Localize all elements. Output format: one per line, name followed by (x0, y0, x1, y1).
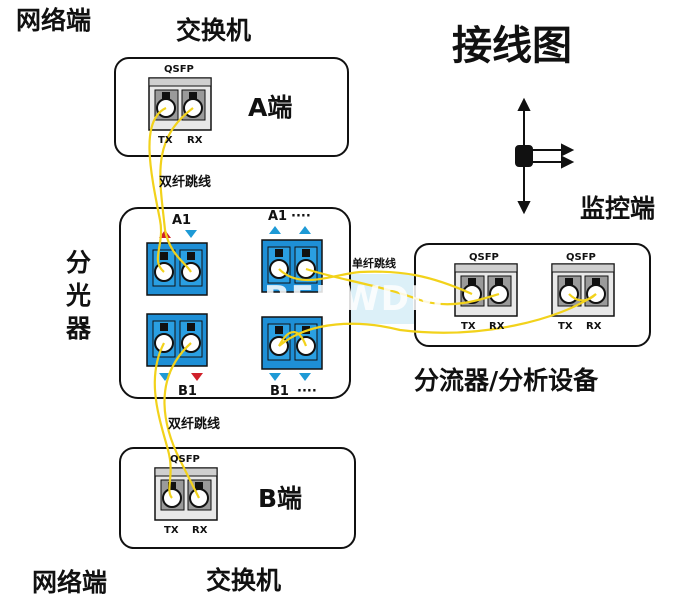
b1-right-ellipsis: ···· (297, 384, 317, 399)
signal-direction-icon (515, 97, 575, 215)
network-label-top: 网络端 (16, 6, 92, 35)
switch-label-bottom: 交换机 (206, 566, 282, 595)
splitter-module-a1-right (261, 239, 323, 293)
splitter-module-b1-left (146, 313, 208, 367)
rx-label-b: RX (192, 525, 208, 536)
a1-right-label: A1 (268, 209, 288, 224)
rx-label-a: RX (187, 135, 203, 146)
fiber-b1r-inner (278, 331, 308, 347)
qsfp-label-b: QSFP (170, 454, 200, 465)
end-label-b: B端 (258, 484, 303, 513)
qsfp-module-b (154, 467, 218, 521)
simplex-cable-label: 单纤跳线 (352, 257, 396, 270)
switch-label-top: 交换机 (176, 16, 252, 45)
splitter-module-a1-left (146, 242, 208, 296)
arrow-blue-down-b1r-2 (299, 373, 311, 381)
monitor-device-label: 分流器/分析设备 (414, 366, 599, 395)
monitor-label: 监控端 (580, 194, 656, 223)
splitter-module-b1-right (261, 316, 323, 370)
monitor-rx-left: RX (489, 321, 505, 332)
fiber-a-duplex-1 (148, 107, 167, 273)
fiber-a1r-to-monitor (278, 268, 473, 296)
arrow-blue-down-a1 (185, 230, 197, 238)
splitter-label-char-2: 光 (66, 281, 92, 310)
monitor-rx-right: RX (586, 321, 602, 332)
arrow-blue-up-a1r-1 (269, 226, 281, 234)
network-label-bottom: 网络端 (32, 568, 108, 597)
arrow-blue-up-a1r-2 (299, 226, 311, 234)
direction-arrows (159, 226, 311, 381)
b1-right-label: B1 (270, 384, 289, 399)
arrow-red-up-b1 (191, 373, 203, 381)
duplex-cable-label-top: 双纤跳线 (159, 175, 212, 190)
page-title: 接线图 (452, 23, 572, 69)
fiber-a-duplex-2 (159, 107, 194, 273)
fiber-cables (148, 107, 597, 499)
fiber-monitor-right-inner (568, 293, 597, 302)
qsfp-module-a (148, 77, 212, 131)
monitor-tx-left: TX (461, 321, 476, 332)
fiber-b1r-to-monitor (278, 293, 597, 347)
a1-right-ellipsis: ···· (291, 209, 311, 224)
fiber-a1r-to-monitor-2 (305, 267, 500, 306)
monitor-tx-right: TX (558, 321, 573, 332)
tx-label-b: TX (164, 525, 179, 536)
fiber-b-duplex-1 (153, 342, 173, 499)
qsfp-module-monitor-left (454, 263, 518, 317)
splitter-label-char-1: 分 (66, 248, 92, 277)
end-label-a: A端 (248, 93, 293, 122)
monitor-qsfp-right: QSFP (566, 252, 596, 263)
fiber-b-duplex-2 (163, 342, 200, 499)
arrow-blue-down-b1r-1 (269, 373, 281, 381)
duplex-cable-label-bottom: 双纤跳线 (168, 417, 221, 432)
watermark-text: FIBERWDM (226, 279, 445, 319)
monitor-qsfp-left: QSFP (469, 252, 499, 263)
b1-left-label: B1 (178, 384, 197, 399)
qsfp-module-monitor-right (551, 263, 615, 317)
a1-left-label: A1 (172, 213, 192, 228)
tx-label-a: TX (158, 135, 173, 146)
qsfp-label-a: QSFP (164, 64, 194, 75)
splitter-label-char-3: 器 (66, 314, 92, 343)
